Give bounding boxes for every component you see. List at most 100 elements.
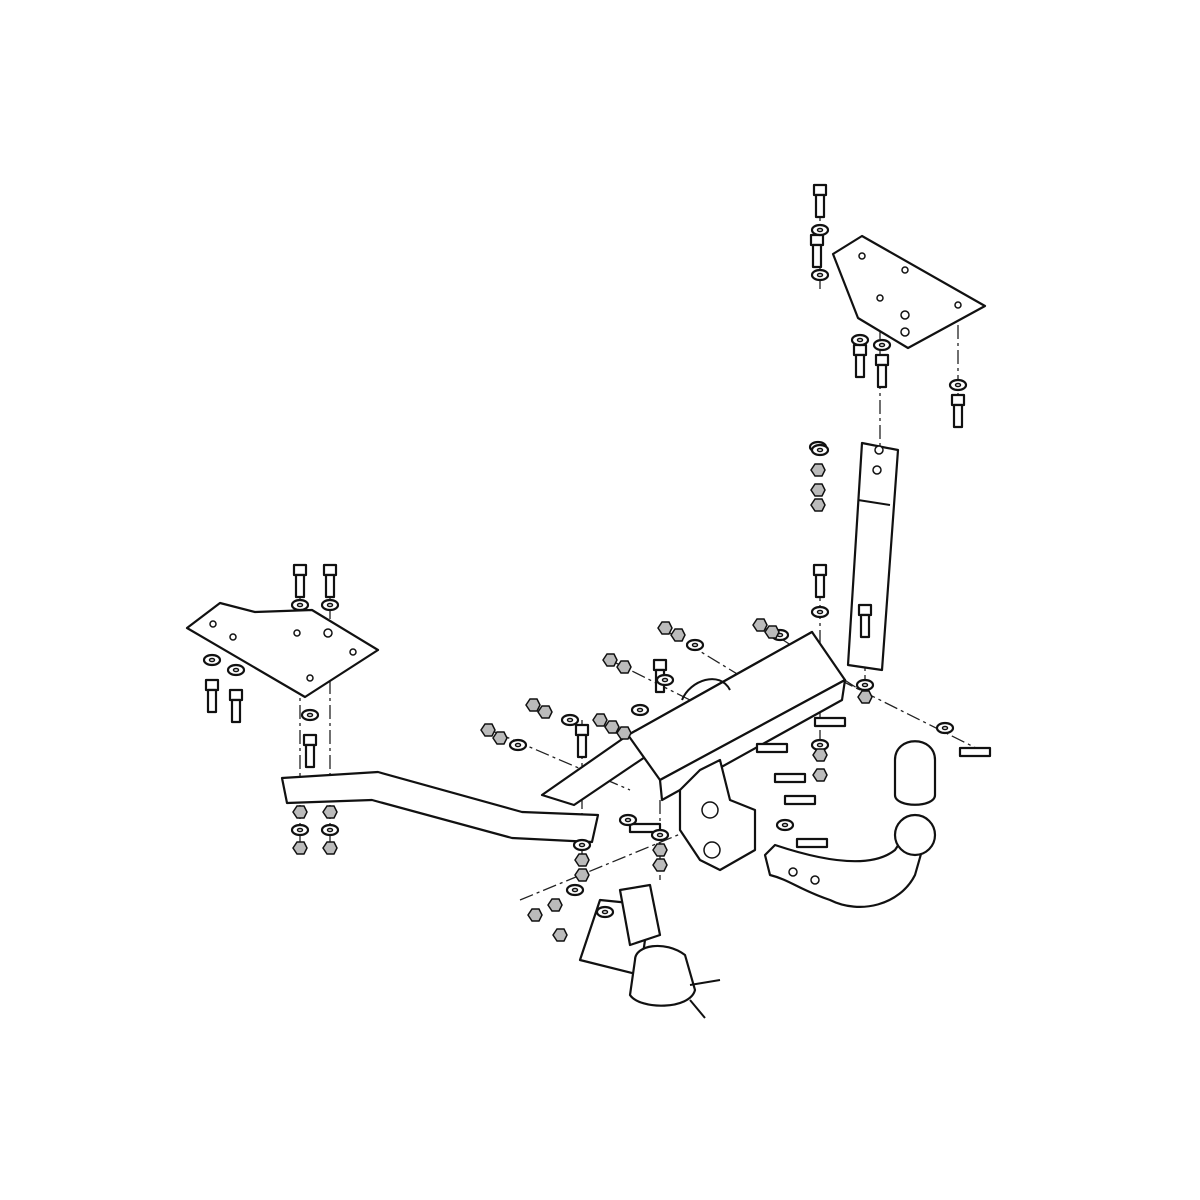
fasteners: [202, 183, 992, 942]
bolt-shank: [304, 743, 316, 769]
washer-hole: [954, 382, 962, 388]
bolt: [795, 837, 829, 849]
bolt-shank: [854, 353, 866, 379]
nut: [652, 843, 668, 857]
bolt: [755, 742, 789, 754]
left-plate-holes: [209, 620, 357, 682]
bolt: [958, 746, 992, 758]
nut: [812, 748, 828, 762]
washer-hole: [208, 657, 216, 663]
hitch-bracket: [678, 758, 757, 872]
bolt-head: [322, 563, 338, 577]
bolt: [773, 772, 807, 784]
nut: [616, 660, 632, 674]
nut: [810, 463, 826, 477]
washer-hole: [326, 602, 334, 608]
bolt-shank: [324, 573, 336, 599]
right-plate-holes: [858, 252, 962, 337]
nut: [292, 841, 308, 855]
bolt-shank: [294, 573, 306, 599]
washer-hole: [781, 822, 789, 828]
washer-hole: [878, 342, 886, 348]
washer-hole: [232, 667, 240, 673]
nut: [652, 858, 668, 872]
bolt-head: [292, 563, 308, 577]
nut: [752, 618, 768, 632]
bolt-shank: [576, 733, 588, 759]
bolt-head: [812, 563, 828, 577]
washer-hole: [578, 842, 586, 848]
washer-hole: [306, 712, 314, 718]
bolt-head: [874, 353, 890, 367]
nut: [547, 898, 563, 912]
bolt-shank: [952, 403, 964, 429]
washer-hole: [816, 447, 824, 453]
washer-hole: [571, 887, 579, 893]
nut: [322, 805, 338, 819]
nut: [292, 805, 308, 819]
bolt-head: [852, 343, 868, 357]
nut: [574, 868, 590, 882]
bolt-shank: [859, 613, 871, 639]
bolt-head: [302, 733, 318, 747]
nut: [857, 690, 873, 704]
nut: [810, 498, 826, 512]
nut: [574, 853, 590, 867]
vertical-strap: [846, 441, 900, 672]
electrical-socket: [578, 883, 721, 1019]
nut: [527, 908, 543, 922]
bolt-shank: [206, 688, 218, 714]
bolt-head: [950, 393, 966, 407]
bolt-shank: [811, 243, 823, 269]
nut: [604, 720, 620, 734]
bolt-shank: [814, 193, 826, 219]
washer-hole: [941, 725, 949, 731]
nut: [670, 628, 686, 642]
ball-neck: [763, 833, 927, 908]
washer-hole: [816, 227, 824, 233]
nut: [812, 768, 828, 782]
bolt-head: [809, 233, 825, 247]
washer-hole: [601, 909, 609, 915]
nut: [552, 928, 568, 942]
bolt-head: [204, 678, 220, 692]
nut: [592, 713, 608, 727]
washer-hole: [861, 682, 869, 688]
washer-hole: [514, 742, 522, 748]
washer-hole: [856, 337, 864, 343]
bolt: [628, 822, 662, 834]
right-mounting-plate: [831, 234, 987, 350]
nut: [492, 731, 508, 745]
bolt: [813, 716, 847, 728]
bolt-head: [857, 603, 873, 617]
bolt-head: [228, 688, 244, 702]
tow-ball-cap: [893, 740, 937, 806]
washer-hole: [624, 817, 632, 823]
left-side-arm: [280, 770, 600, 844]
bolt-shank: [814, 573, 826, 599]
washer-hole: [296, 602, 304, 608]
nut: [322, 841, 338, 855]
nut: [810, 483, 826, 497]
washer-hole: [816, 272, 824, 278]
nut: [525, 698, 541, 712]
bolt-head: [652, 658, 668, 672]
bolt-shank: [230, 698, 242, 724]
nut: [657, 621, 673, 635]
washer-hole: [661, 677, 669, 683]
washer-hole: [816, 609, 824, 615]
washer-hole: [691, 642, 699, 648]
nut: [764, 625, 780, 639]
washer-hole: [816, 742, 824, 748]
washer-hole: [656, 832, 664, 838]
nut: [537, 705, 553, 719]
tow-ball: [893, 813, 937, 857]
nut: [480, 723, 496, 737]
washer-hole: [326, 827, 334, 833]
washer-hole: [636, 707, 644, 713]
bolt-head: [574, 723, 590, 737]
bolt-head: [812, 183, 828, 197]
washer-hole: [296, 827, 304, 833]
